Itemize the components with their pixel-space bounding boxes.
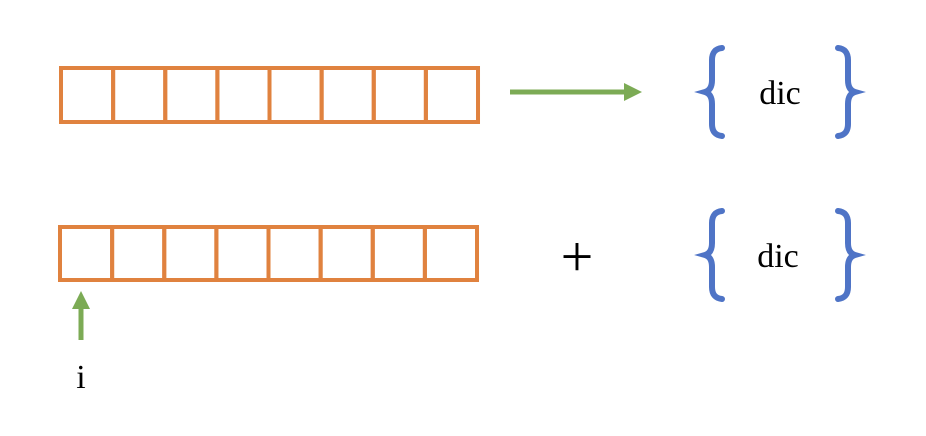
array-cell [267, 66, 324, 124]
array-cell [319, 66, 376, 124]
left-brace-icon [694, 208, 725, 302]
dictionary-1: dic [694, 45, 866, 139]
pointer-label: i [76, 359, 85, 396]
plus-operator: + [561, 224, 594, 289]
array-cell [266, 225, 323, 282]
array-cell [215, 66, 272, 124]
array-cell [318, 225, 375, 282]
right-brace-icon [835, 45, 866, 139]
array-cell [59, 66, 116, 124]
array-cell [58, 225, 115, 282]
array-cell [422, 225, 480, 282]
right-brace-icon [835, 208, 866, 302]
array-row-1 [59, 66, 481, 124]
array-row-2 [58, 225, 480, 282]
dictionary-label: dic [759, 75, 801, 112]
array-cell [423, 66, 481, 124]
dictionary-2: dic [694, 208, 866, 302]
array-cell [371, 66, 428, 124]
dictionary-label: dic [757, 238, 799, 275]
right-arrow-icon [510, 83, 642, 101]
left-brace-icon [694, 45, 725, 139]
array-cell [110, 225, 167, 282]
array-cell [162, 225, 219, 282]
up-arrow-icon [72, 291, 90, 340]
array-cell [214, 225, 271, 282]
array-cell [111, 66, 168, 124]
array-cell [163, 66, 220, 124]
array-cell [370, 225, 427, 282]
